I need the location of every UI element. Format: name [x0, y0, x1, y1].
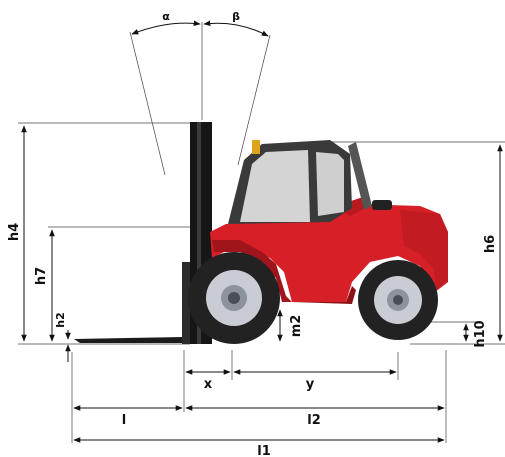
h4-label: h4: [7, 223, 22, 241]
forklift-illustration: [74, 122, 448, 344]
l1-label: l1: [257, 444, 271, 457]
m2-label: m2: [289, 315, 304, 338]
beta-label: β: [232, 10, 240, 23]
backward-tilt-line: [237, 34, 271, 166]
forward-tilt-line: [129, 31, 166, 176]
x-label: x: [204, 377, 213, 392]
l-label: l: [122, 413, 126, 428]
rear-post: [348, 142, 372, 210]
alpha-arc: [131, 20, 201, 35]
h10-label: h10: [473, 320, 488, 347]
rear-light: [372, 200, 392, 210]
fork-carriage: [182, 262, 190, 344]
beacon-light: [252, 140, 260, 154]
alpha-label: α: [162, 10, 170, 23]
h2-label: h2: [54, 312, 67, 328]
beta-arc: [203, 20, 269, 37]
h6-label: h6: [483, 235, 498, 253]
chassis-body: [210, 204, 448, 302]
vertical-dimensions: h4 h7 h2 m2 h6 h10: [7, 125, 503, 362]
fork: [74, 337, 184, 343]
tilt-angle-group: α β: [129, 10, 271, 176]
y-label: y: [306, 377, 315, 392]
horizontal-dimensions: x y l l2 l1: [73, 369, 445, 457]
cab-side-window: [316, 152, 344, 216]
extension-lines: [18, 122, 505, 443]
l2-label: l2: [307, 413, 321, 428]
h7-label: h7: [34, 267, 49, 285]
cab-windshield: [240, 150, 310, 222]
